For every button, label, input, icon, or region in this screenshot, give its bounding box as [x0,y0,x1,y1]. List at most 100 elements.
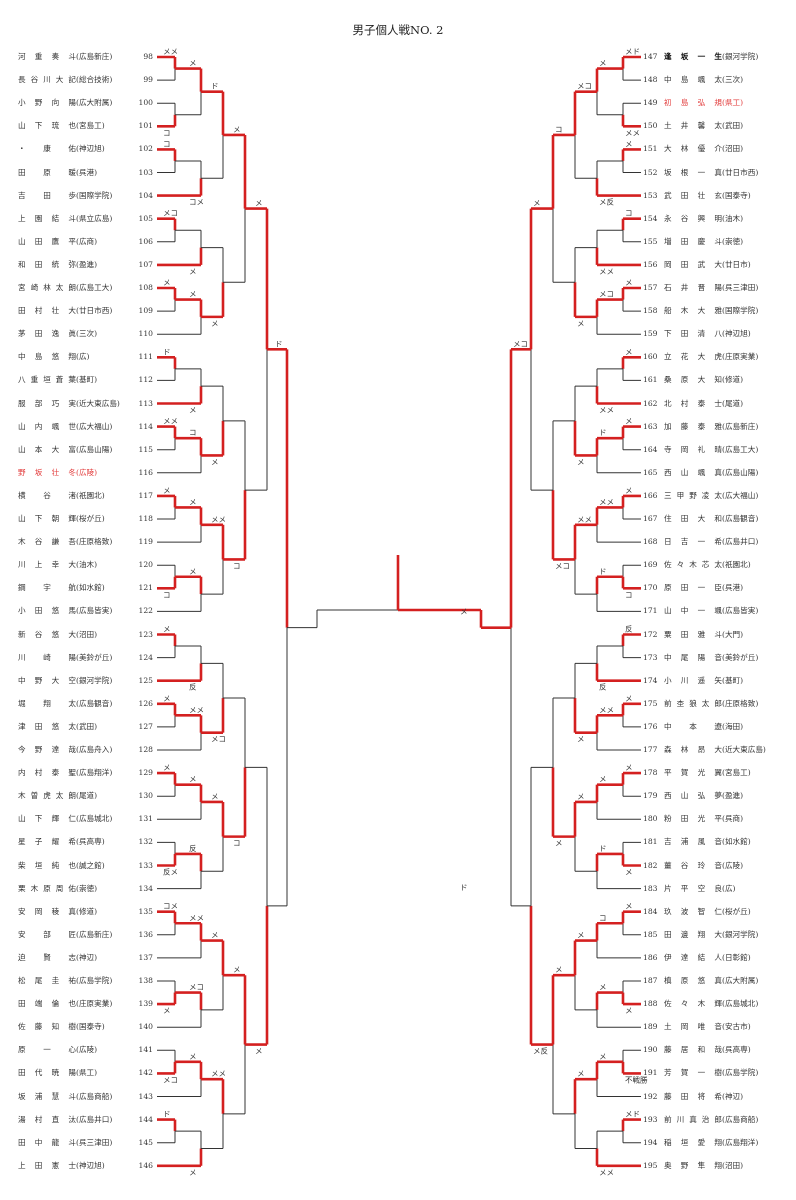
player-name: 河重奏斗 [18,52,76,61]
player-school: (広陵) [76,1045,98,1055]
entry-number: 139 [138,999,154,1009]
player-name: 柴垣純也 [18,860,76,870]
result-mark: メメ [599,267,614,276]
result-mark: コ [163,128,171,137]
player-name: 吉浦風音 [664,837,722,847]
player-name: 横谷渚 [18,490,76,500]
player-school: (如水館) [76,583,105,593]
player-school: (祇園北) [76,490,105,500]
player-name: 内村泰聖 [18,768,76,778]
result-mark: ド [275,339,283,348]
result-mark: コメ [189,198,204,207]
entry-number: 155 [643,236,658,246]
left-entry: 田端倫也(庄原実業)139 [0,997,796,1011]
player-school: (広島皆実) [76,606,113,616]
entry-number: 101 [138,121,154,131]
result-mark: メメ [577,515,592,524]
right-entry: 逢坂一生(銀河学院)147 [0,50,796,64]
left-entry: 吉田歩(国際学院)104 [0,189,796,203]
player-name: 川上幸大 [18,560,76,570]
player-name: 平賀光翼 [664,768,722,778]
player-name: 堀翔太 [18,698,76,708]
right-entry: 前川真治郎(広島商船)193 [0,1113,796,1127]
player-name: 奥野隼翔 [664,1160,722,1170]
result-mark: メ [625,763,633,772]
right-entry: 船木大雅(国際学院)158 [0,304,796,318]
player-school: (近大東広島) [76,398,120,408]
player-name: 山本大富 [18,444,76,454]
entry-number: 102 [138,144,154,154]
entry-number: 125 [138,675,154,685]
player-school: (安古市) [722,1022,751,1032]
entry-number: 189 [643,1022,658,1032]
entry-number: 160 [643,352,658,362]
left-entry: 田原暖(呉港)103 [0,166,796,180]
player-name: 薑谷玲音 [664,860,722,870]
right-entry: 北村泰士(尾道)162 [0,397,796,411]
player-school: (国泰寺) [722,190,751,200]
entry-number: 179 [643,791,658,801]
player-school: (神辺旭) [76,1160,105,1170]
right-entry: 佐々木芯太(祇園北)169 [0,558,796,572]
result-mark: メメ [189,705,204,714]
player-name: 逢坂一生 [664,52,722,61]
player-name: 田原暖 [18,167,76,177]
result-mark: コ [233,839,241,848]
player-school: (広島学院) [76,976,113,985]
player-school: (広商) [76,236,98,246]
entry-number: 146 [138,1160,154,1170]
entry-number: 132 [138,837,154,847]
entry-number: 153 [643,190,658,200]
left-entry: 松尾圭祐(広島学院)138 [0,974,796,988]
entry-number: 152 [643,167,658,177]
result-mark: メ [577,735,585,744]
entry-number: 156 [643,259,658,269]
result-mark: メ [189,267,197,276]
player-school: (国際学院) [722,306,759,316]
entry-number: 188 [643,999,658,1009]
right-entry: 中島颯太(三次)148 [0,73,796,87]
player-school: (広島新庄) [76,929,113,939]
result-mark: メ [625,139,633,148]
left-entry: 和田統弥(盈進)107 [0,258,796,272]
right-entry: 永谷興明(油木)154 [0,212,796,226]
player-school: (桜が丘) [722,906,751,916]
left-entry: ・康佑(神辺旭)102 [0,142,796,156]
entry-number: 131 [138,814,154,824]
player-school: (広島観音) [722,514,759,523]
player-school: (広大福山) [76,421,113,431]
right-entry: 佐々木輝(広島城北)188 [0,997,796,1011]
player-school: (呉商) [722,814,744,824]
right-entry: 下田清八(神辺旭)159 [0,327,796,341]
player-school: (基町) [76,375,98,385]
entry-number: 136 [138,929,154,939]
player-school: (総合技術) [76,75,113,85]
right-entry: 住田大和(広島観音)167 [0,512,796,526]
left-entry: 河重奏斗(広島新庄)98 [0,50,796,64]
player-school: (呉三津田) [76,1137,113,1147]
result-mark: メ [189,1052,197,1061]
player-name: 増田慶斗 [664,236,722,246]
player-name: 原田一臣 [664,583,722,593]
result-mark: メコ [577,82,592,91]
result-mark: メメ [599,406,614,415]
player-school: (広陵) [722,860,744,870]
entry-number: 117 [138,490,154,500]
entry-number: 98 [143,52,153,61]
entry-number: 107 [138,259,154,269]
result-mark: コ [555,125,563,134]
left-entry: 小田悠馬(広島皆実)122 [0,604,796,618]
entry-number: 157 [643,283,658,292]
player-name: 原一心 [18,1045,76,1055]
right-entry: 吉浦風音(如水館)181 [0,835,796,849]
player-name: 西山弘夢 [664,791,722,801]
entry-number: 193 [643,1114,658,1124]
player-name: 今野達哉 [18,745,76,754]
player-name: 安岡稜真 [18,906,76,916]
right-entry: 稲垣愛翔(広島翔洋)194 [0,1136,796,1150]
player-school: (広陵) [76,467,98,477]
player-name: 山内颯世 [18,421,76,431]
player-school: (廿日市西) [722,167,759,177]
result-mark: メ [533,199,541,208]
